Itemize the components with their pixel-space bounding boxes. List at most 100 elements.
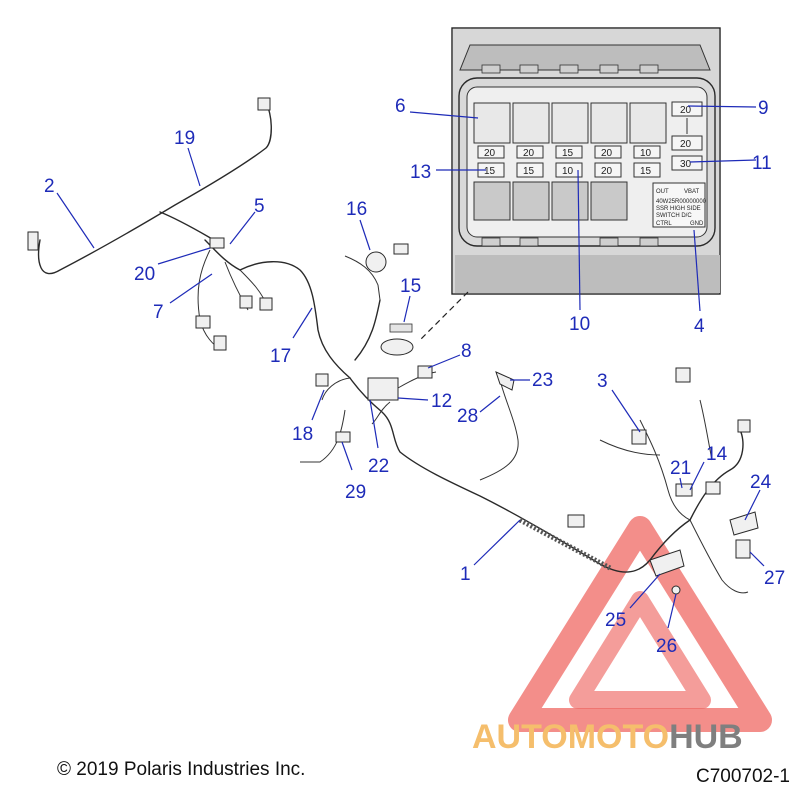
ssr-panel: OUT VBAT 40W25R00000000 SSR HIGH SIDE SW…: [652, 182, 707, 228]
callout-12: 12: [431, 391, 452, 412]
relay-2: [512, 102, 550, 144]
watermark-brand: AUTOMOTOHUB: [472, 718, 743, 756]
ssr-out-label: OUT: [656, 189, 669, 195]
branch-18-wire: [321, 377, 351, 401]
fastener-26: [671, 585, 681, 595]
leader-15: [403, 295, 411, 323]
leader-16: [359, 219, 371, 251]
leader-2: [56, 192, 95, 249]
callout-25: 25: [605, 610, 626, 631]
bracket-25: [649, 549, 685, 577]
leader-4: [693, 229, 701, 312]
watermark-brand-part2: HUB: [669, 718, 743, 756]
right-cluster-wire-b: [599, 439, 661, 456]
rear-connector: [27, 231, 39, 251]
callout-22: 22: [368, 456, 389, 477]
callout-28: 28: [457, 406, 478, 427]
left-cluster-wire-a: [197, 249, 223, 351]
junction-block-22: [367, 377, 399, 401]
right-cluster-wire-a: [639, 419, 691, 521]
leader-5: [229, 211, 256, 245]
leader-24: [744, 489, 761, 521]
bracket-23: [495, 371, 515, 391]
ssr-gnd-label: GND: [690, 221, 704, 227]
callout-15: 15: [400, 276, 421, 297]
fuse-r1-2-label: 20: [523, 148, 535, 159]
watermark-brand-part1: AUTOMOTO: [472, 718, 669, 756]
lower-relay-3: [551, 181, 589, 221]
fuse-row-1: 20 20 15 20 10: [477, 145, 661, 159]
leader-11: [689, 159, 757, 163]
left-connector-5: [209, 237, 225, 249]
callout-27: 27: [764, 568, 785, 589]
fuse-r2-5: [633, 162, 661, 178]
corrugated-conduit: [518, 517, 612, 571]
connector-16b: [393, 243, 409, 255]
connector-8: [417, 365, 433, 379]
lower-relay-4: [590, 181, 628, 221]
relay-row: [473, 102, 667, 144]
leader-12: [397, 397, 429, 401]
fuse-r1-4: [594, 145, 622, 159]
connector-far-right: [737, 419, 751, 433]
fuse-r2-1-label: 15: [484, 166, 496, 177]
watermark-triangle-outer: [508, 516, 772, 732]
rear-harness-split: [159, 211, 215, 241]
callout-20: 20: [134, 264, 155, 285]
callout-26: 26: [656, 636, 677, 657]
callout-3: 3: [597, 371, 608, 392]
right-cluster-wire-d: [689, 519, 749, 594]
lower-relays: [473, 181, 628, 221]
connector-mid-right: [567, 514, 585, 528]
sensor-16-wire: [344, 255, 381, 301]
callout-21: 21: [670, 458, 691, 479]
drawing-number: C700702-1: [695, 766, 790, 787]
callout-5: 5: [254, 196, 265, 217]
fuse-row-2: 15 15 10 20 15: [477, 162, 661, 178]
fuse-r1-1-label: 20: [484, 148, 496, 159]
connector-27: [735, 539, 751, 559]
fuse-r2-2: [516, 162, 544, 178]
callout-8: 8: [461, 341, 472, 362]
leader-17: [292, 307, 313, 339]
leader-6: [409, 111, 479, 119]
fuse-r2-4: [594, 162, 622, 178]
fuse-r1-5: [633, 145, 661, 159]
callout-9: 9: [758, 98, 769, 119]
fuse-right-mid: [671, 135, 703, 151]
inset-lid-top: [459, 44, 711, 71]
leader-1: [473, 519, 521, 566]
callout-7: 7: [153, 302, 164, 323]
right-cluster-harness: [689, 429, 744, 521]
callout-10: 10: [569, 314, 590, 335]
leader-10: [577, 169, 581, 311]
fuse-right-bottom-label: 30: [680, 159, 692, 170]
callout-4: 4: [694, 316, 705, 337]
callout-17: 17: [270, 346, 291, 367]
fuse-right-column: 20 20 30: [671, 101, 703, 171]
callout-14: 14: [706, 444, 728, 465]
connector-top-right: [675, 367, 691, 383]
callout-labels: 1 2 3 4 5 6 7 8 9 10 11 12 13 14 15 16 1…: [44, 96, 785, 657]
connector-18: [315, 373, 329, 387]
fuse-right-mid-label: 20: [680, 139, 692, 150]
fuse-r1-4-label: 20: [601, 148, 613, 159]
connector-3: [631, 429, 647, 445]
callout-16: 16: [346, 199, 367, 220]
callout-23: 23: [532, 370, 553, 391]
left-connector-4: [259, 297, 273, 311]
relay-5: [629, 102, 667, 144]
center-branch-16: [354, 299, 381, 361]
fuse-r2-3: [555, 162, 583, 178]
callout-13: 13: [410, 162, 431, 183]
callout-11: 11: [752, 153, 772, 174]
leader-21: [679, 477, 683, 489]
callout-2: 2: [44, 176, 55, 197]
callout-24: 24: [750, 472, 772, 493]
callout-18: 18: [292, 424, 313, 445]
leader-29: [341, 441, 353, 471]
leader-19: [187, 147, 201, 187]
fuse-r1-1: [477, 145, 505, 159]
left-connector-3: [239, 295, 253, 309]
